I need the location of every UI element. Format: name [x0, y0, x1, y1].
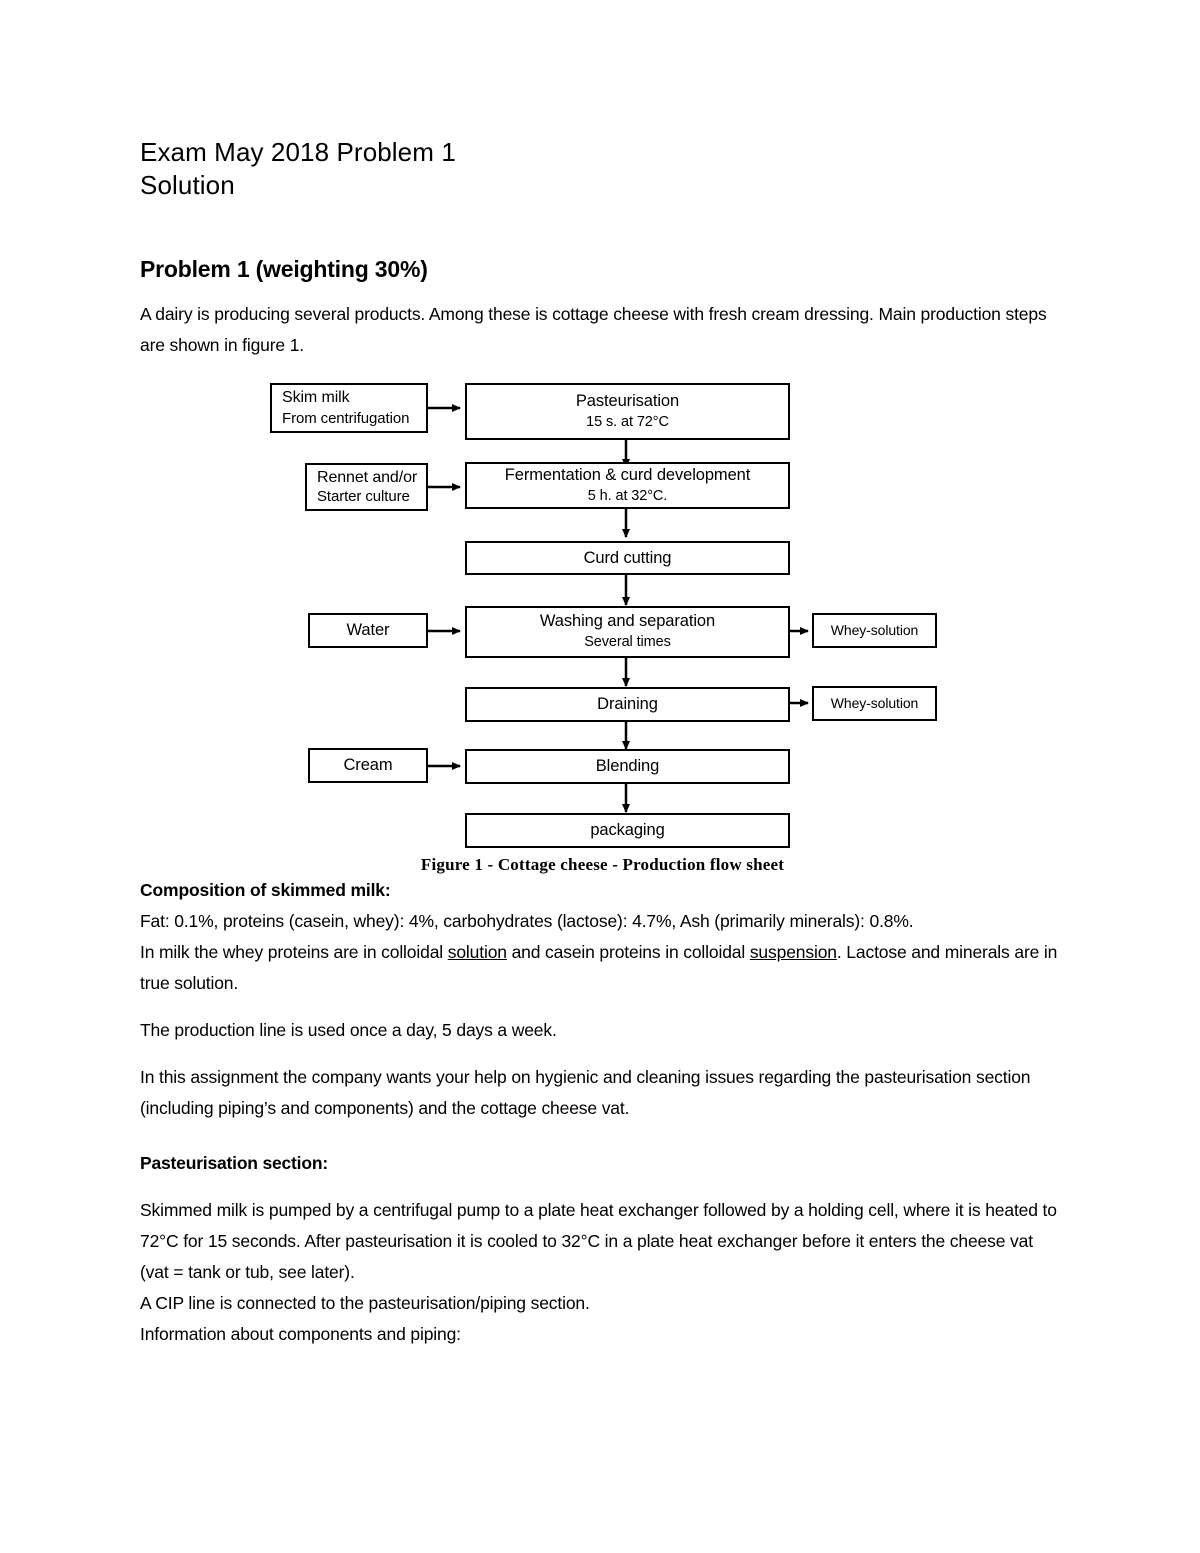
flow-box-curd-cutting-label: Curd cutting [583, 548, 672, 567]
flow-box-whey-solution-1-label: Whey-solution [830, 622, 919, 638]
section-heading: Problem 1 (weighting 30%) [140, 256, 428, 282]
composition-heading-label: Composition of skimmed milk: [140, 880, 391, 900]
term-suspension: suspension [749, 942, 837, 962]
composition-milk-mid: and casein proteins in colloidal [506, 942, 750, 962]
flow-box-blending-label: Blending [595, 757, 660, 775]
flow-box-pasteurisation-line2: 15 s. at 72°C [586, 413, 669, 430]
intro-paragraph: A dairy is producing several products. A… [140, 304, 1047, 355]
flow-box-rennet-line2: Starter culture [317, 488, 410, 505]
flow-box-washing-line2: Several times [584, 634, 671, 650]
assignment-paragraph: In this assignment the company wants you… [140, 1067, 1031, 1118]
flow-box-washing-separation: Washing and separation Several times [465, 606, 790, 658]
flow-box-rennet-line1: Rennet and/or [317, 469, 418, 486]
page-title: Exam May 2018 Problem 1 Solution [140, 0, 1065, 202]
flow-box-packaging: packaging [465, 813, 790, 848]
flow-box-skim-milk: Skim milk From centrifugation [270, 383, 428, 433]
flow-box-skim-milk-line2: From centrifugation [282, 410, 410, 427]
flow-box-draining: Draining [465, 687, 790, 722]
flow-box-blending: Blending [465, 749, 790, 784]
flow-box-skim-milk-line1: Skim milk [282, 389, 350, 406]
flow-box-whey-solution-1: Whey-solution [812, 613, 937, 648]
pasteurisation-paragraph-3: Information about components and piping: [140, 1324, 461, 1344]
pasteurisation-paragraph-2: A CIP line is connected to the pasteuris… [140, 1293, 590, 1313]
term-solution: solution [447, 942, 507, 962]
composition-milk-states: In milk the whey proteins are in colloid… [140, 937, 1065, 999]
figure-caption: Figure 1 - Cottage cheese - Production f… [420, 855, 785, 874]
flow-diagram: Skim milk From centrifugation Pasteurisa… [140, 375, 1065, 848]
flow-box-cream-label: Cream [343, 756, 393, 774]
flow-box-draining-label: Draining [597, 695, 658, 713]
flow-box-curd-cutting: Curd cutting [465, 541, 790, 575]
flow-box-water: Water [308, 613, 428, 648]
page-title-line2: Solution [140, 170, 235, 200]
flow-box-packaging-label: packaging [590, 821, 665, 839]
flow-box-pasteurisation-line1: Pasteurisation [575, 391, 680, 410]
flow-box-whey-solution-2: Whey-solution [812, 686, 937, 721]
pasteurisation-paragraph-1: Skimmed milk is pumped by a centrifugal … [140, 1200, 1057, 1282]
flow-box-fermentation-line2: 5 h. at 32°C. [587, 487, 668, 504]
pasteurisation-section-heading: Pasteurisation section: [140, 1153, 328, 1173]
flow-box-pasteurisation: Pasteurisation 15 s. at 72°C [465, 383, 790, 440]
composition-milk-post: . Lactose and minerals are in true solut… [140, 942, 1058, 993]
flow-box-washing-line1: Washing and separation [539, 612, 716, 630]
production-flow-figure: Skim milk From centrifugation Pasteurisa… [140, 375, 1065, 875]
production-line-paragraph: The production line is used once a day, … [140, 1020, 557, 1040]
flow-box-whey-solution-2-label: Whey-solution [830, 695, 919, 711]
composition-values: Fat: 0.1%, proteins (casein, whey): 4%, … [140, 911, 914, 931]
document-content: Exam May 2018 Problem 1 Solution Problem… [140, 0, 1065, 1350]
flow-box-water-label: Water [346, 621, 390, 639]
flow-box-fermentation: Fermentation & curd development 5 h. at … [465, 462, 790, 509]
flow-box-fermentation-line1: Fermentation & curd development [504, 465, 751, 484]
composition-milk-pre: In milk the whey proteins are in colloid… [140, 942, 448, 962]
flow-box-rennet: Rennet and/or Starter culture [305, 463, 428, 511]
composition-heading: Composition of skimmed milk: [140, 875, 1065, 906]
flow-box-cream: Cream [308, 748, 428, 783]
page-title-line1: Exam May 2018 Problem 1 [140, 137, 456, 167]
